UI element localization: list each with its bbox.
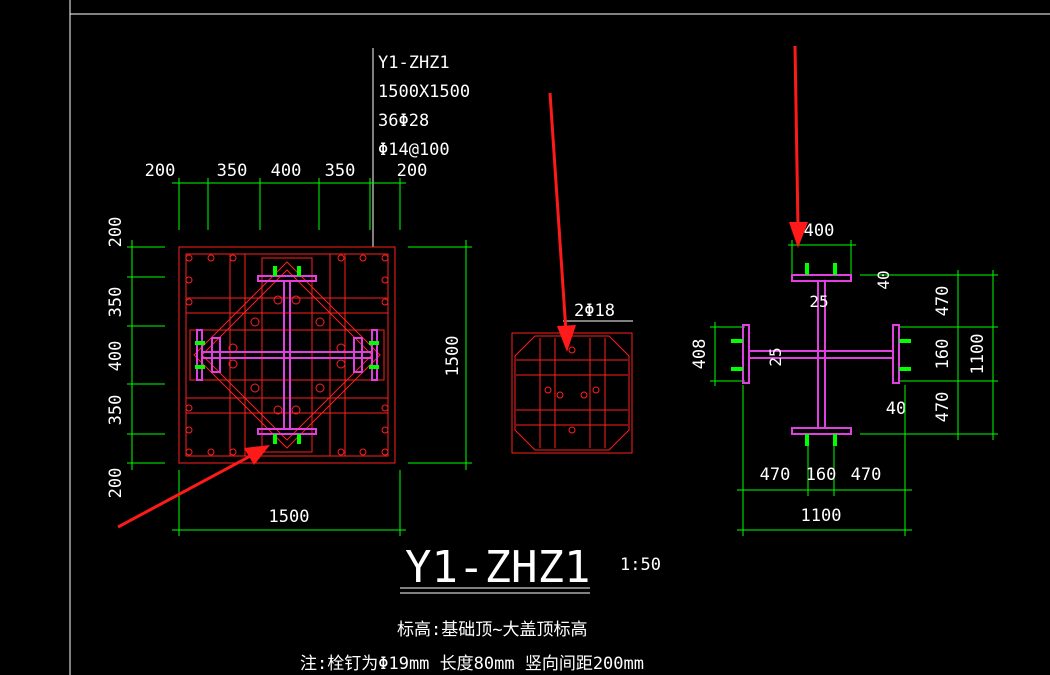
left-dim-5: 200: [106, 468, 126, 499]
steel-flange-top: 40: [874, 270, 893, 289]
detail-outline: [511, 332, 633, 454]
left-dim-4: 350: [106, 395, 126, 426]
top-dimension-chain: 200 350 400 350 200: [145, 161, 428, 230]
stirrup-diamond: [193, 261, 381, 449]
arrow-to-bottom-flange: [117, 445, 270, 529]
drawing-title: Y1-ZHZ1: [405, 542, 590, 593]
column-id-label: Y1-ZHZ1: [378, 53, 450, 73]
steel-left-width: 408: [690, 339, 710, 370]
steel-right-total: 1100: [968, 334, 988, 375]
left-dim-2: 350: [106, 287, 126, 318]
rebar-detail: 2Φ18: [511, 301, 633, 454]
column-rebar-label: 36Φ28: [378, 111, 429, 131]
column-outline: [178, 246, 396, 464]
right-dimension: 1500: [408, 240, 472, 470]
top-dim-2: 350: [217, 161, 248, 181]
stirrup-diamond-inner: [201, 269, 373, 441]
arrow-to-steel-width: [789, 45, 808, 248]
steel-cross: [196, 275, 378, 435]
steel-web-v: 25: [809, 292, 828, 311]
steel-right-dim-2: 160: [933, 339, 953, 370]
top-dim-4: 350: [325, 161, 356, 181]
bottom-dim: 1500: [269, 507, 310, 527]
steel-bottom-dim-1: 470: [760, 465, 791, 485]
steel-flange-bottom: 40: [886, 399, 906, 419]
column-size-label: 1500X1500: [378, 82, 470, 102]
top-dim-1: 200: [145, 161, 176, 181]
left-dim-3: 400: [106, 341, 126, 372]
arrow-to-detail: [548, 92, 576, 352]
rebar-dots: [185, 254, 389, 456]
top-dim-5: 200: [397, 161, 428, 181]
steel-bottom-total: 1100: [801, 506, 842, 526]
steel-right-dim-3: 470: [933, 392, 953, 423]
steel-bottom-dim-2: 160: [806, 465, 837, 485]
annotation-arrows: [117, 45, 808, 529]
title-block: Y1-ZHZ1 1:50 标高:基础顶~大盖顶标高 注:栓钉为Φ19mm 长度8…: [300, 542, 661, 674]
steel-section: 400 408 25 25 470 160 470 110: [690, 221, 998, 536]
stirrup-outer: [185, 253, 389, 457]
detail-ties: [516, 338, 628, 448]
drawing-scale: 1:50: [620, 555, 661, 575]
bottom-dimension: 1500: [172, 470, 406, 536]
column-section: [178, 246, 396, 464]
detail-rebar-label: 2Φ18: [574, 301, 615, 321]
steel-studs: [731, 263, 911, 446]
steel-top-width: 400: [804, 221, 835, 241]
steel-web-h: 25: [766, 347, 785, 366]
note-elevation: 标高:基础顶~大盖顶标高: [397, 620, 587, 640]
detail-octagon: [514, 335, 630, 451]
left-dim-1: 200: [106, 217, 126, 248]
note-studs: 注:栓钉为Φ19mm 长度80mm 竖向间距200mm: [300, 654, 644, 674]
stirrup-ties: [186, 254, 388, 456]
right-dim: 1500: [443, 336, 463, 377]
steel-bottom-dim-3: 470: [851, 465, 882, 485]
column-label: Y1-ZHZ1 1500X1500 36Φ28 Φ14@100: [372, 48, 470, 247]
column-stirrup-label: Φ14@100: [378, 140, 450, 160]
top-dim-3: 400: [271, 161, 302, 181]
stud-marks: [195, 266, 379, 444]
steel-profile: [742, 274, 900, 435]
steel-right-dim-1: 470: [933, 286, 953, 317]
left-dimension-chain: 200 350 400 350 200: [106, 217, 165, 499]
